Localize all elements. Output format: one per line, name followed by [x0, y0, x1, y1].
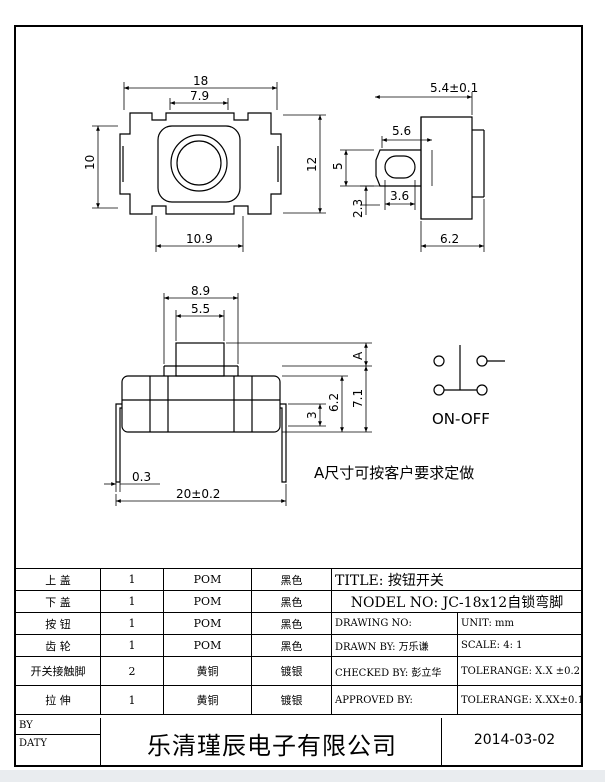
- company-name: 乐清瑾辰电子有限公司: [147, 732, 397, 760]
- dim-bottom-width: 10.9: [186, 232, 213, 246]
- part-name: 按 钮: [15, 612, 101, 635]
- side-view: [340, 92, 485, 252]
- side-view-lever: [375, 149, 421, 187]
- dim-front-a: A: [351, 351, 365, 360]
- dim-side-36: 3.6: [390, 189, 409, 203]
- part-material: 黄铜: [163, 656, 252, 686]
- daty-label: DATY: [19, 738, 47, 749]
- bill-of-materials: 上 盖 1 POM 黑色 TITLE: 按钮开关 下 盖 1 POM 黑色 NO…: [15, 568, 584, 715]
- dim-front-3: 3: [305, 411, 319, 419]
- side-view-body: [420, 116, 473, 220]
- dim-right-height: 12: [305, 157, 319, 172]
- contact-top-left: [433, 355, 445, 367]
- part-material: POM: [163, 590, 252, 613]
- part-qty: 2: [100, 656, 164, 686]
- technical-drawing: 18 7.9 10 12 10.9 5.4±0.1 5.6 5 2.3 3.6 …: [83, 74, 505, 506]
- dim-side-top: 5.4±0.1: [430, 81, 478, 95]
- dim-front-20: 20±0.2: [176, 487, 220, 501]
- part-material: 黄铜: [163, 685, 252, 715]
- tolerance-2: TOLERANGE: X.XX±0.1: [456, 685, 584, 715]
- top-view-button-inner: [176, 140, 222, 186]
- front-view-right-pin: [280, 403, 287, 483]
- front-view-body: [121, 375, 281, 433]
- a-dimension-note: A尺寸可按客户要求定做: [314, 464, 474, 482]
- dim-front-89: 8.9: [191, 284, 210, 298]
- dim-side-5: 5: [331, 162, 345, 170]
- dim-top-width: 18: [193, 74, 208, 88]
- front-view: [104, 293, 372, 506]
- table-row: 按 钮 1 POM 黑色 DRAWING NO: UNIT: mm: [15, 612, 584, 635]
- footer-divider: [15, 734, 100, 735]
- drawing-title: TITLE: 按钮开关: [330, 568, 584, 591]
- drawn-by: DRAWN BY: 万乐谦: [331, 634, 458, 657]
- on-off-label: ON-OFF: [432, 410, 490, 428]
- table-row: 拉 伸 1 黄铜 镀银 APPROVED BY: TOLERANGE: X.XX…: [15, 685, 584, 715]
- part-name: 开关接触脚: [15, 656, 101, 686]
- part-name: 上 盖: [15, 568, 101, 591]
- dim-front-55: 5.5: [191, 302, 210, 316]
- dim-front-71: 7.1: [351, 389, 365, 408]
- part-finish: 黑色: [251, 634, 332, 657]
- part-name: 齿 轮: [15, 634, 101, 657]
- part-qty: 1: [100, 634, 164, 657]
- approved-by: APPROVED BY:: [331, 685, 458, 715]
- contact-top-right: [476, 355, 488, 367]
- tolerance-1: TOLERANGE: X.X ±0.2: [456, 656, 584, 686]
- dim-side-56: 5.6: [392, 124, 411, 138]
- part-finish: 黑色: [251, 612, 332, 635]
- side-view-slot: [384, 155, 416, 179]
- front-view-left-pin: [115, 403, 122, 483]
- drawing-frame: [14, 25, 583, 767]
- drawing-date: 2014-03-02: [473, 732, 556, 748]
- viewer-bottom-strip: [0, 770, 605, 782]
- contact-bottom-left: [433, 384, 445, 396]
- table-row: 齿 轮 1 POM 黑色 DRAWN BY: 万乐谦 SCALE: 4: 1: [15, 634, 584, 657]
- part-qty: 1: [100, 612, 164, 635]
- part-qty: 1: [100, 590, 164, 613]
- table-row: 开关接触脚 2 黄铜 镀银 CHECKED BY: 彭立华 TOLERANGE:…: [15, 656, 584, 686]
- part-qty: 1: [100, 685, 164, 715]
- part-finish: 黑色: [251, 590, 332, 613]
- on-off-symbol: [433, 345, 505, 396]
- by-label: BY: [19, 720, 33, 731]
- scale: SCALE: 4: 1: [456, 634, 584, 657]
- checked-by: CHECKED BY: 彭立华: [331, 656, 458, 686]
- part-name: 下 盖: [15, 590, 101, 613]
- dim-left-height: 10: [83, 155, 97, 170]
- top-view: [92, 82, 326, 252]
- drawing-number: DRAWING NO:: [331, 612, 458, 635]
- dim-side-23: 2.3: [351, 199, 365, 218]
- unit: UNIT: mm: [456, 612, 584, 635]
- dim-front-62: 6.2: [327, 393, 341, 412]
- title-block-footer: BY DATY 乐清瑾辰电子有限公司 2014-03-02: [15, 718, 582, 766]
- top-view-button-outer: [170, 134, 228, 192]
- dim-front-03: 0.3: [132, 470, 151, 484]
- part-finish: 镀银: [251, 656, 332, 686]
- model-number: NODEL NO: JC-18x12自锁弯脚: [330, 590, 584, 613]
- dim-top-inner: 7.9: [190, 89, 209, 103]
- part-material: POM: [163, 568, 252, 591]
- part-qty: 1: [100, 568, 164, 591]
- part-name: 拉 伸: [15, 685, 101, 715]
- front-view-button: [175, 342, 225, 377]
- part-material: POM: [163, 612, 252, 635]
- footer-divider: [441, 718, 442, 766]
- table-row: 下 盖 1 POM 黑色 NODEL NO: JC-18x12自锁弯脚: [15, 590, 584, 613]
- table-row: 上 盖 1 POM 黑色 TITLE: 按钮开关: [15, 568, 584, 591]
- dim-side-62: 6.2: [440, 232, 459, 246]
- footer-divider: [100, 718, 101, 766]
- contact-bottom-right: [476, 384, 488, 396]
- top-view-button-base: [157, 125, 241, 203]
- top-view-body: [119, 112, 282, 215]
- part-finish: 黑色: [251, 568, 332, 591]
- part-material: POM: [163, 634, 252, 657]
- part-finish: 镀银: [251, 685, 332, 715]
